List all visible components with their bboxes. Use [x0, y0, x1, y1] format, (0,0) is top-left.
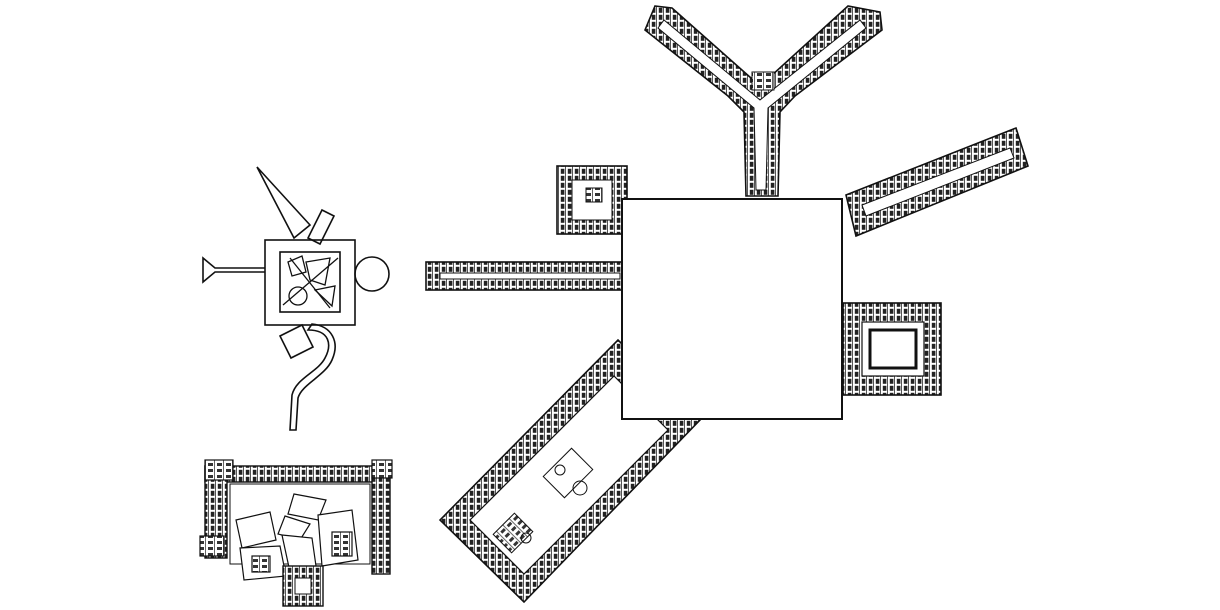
- wing-northeast: [845, 126, 1029, 238]
- concept-inner-jumble: [282, 255, 339, 309]
- concept-bar: [306, 208, 336, 246]
- concept-diagram: [202, 166, 390, 431]
- wing-west: [425, 261, 627, 291]
- plan-small-corner-ne: [371, 459, 393, 479]
- plan-small-corner-sw: [199, 535, 225, 557]
- plan-small-corner-nw: [204, 459, 234, 481]
- concept-funnel-wing: [202, 256, 265, 284]
- plan-small: [199, 459, 393, 607]
- concept-circle: [354, 256, 390, 292]
- plan-small-east-bar: [371, 465, 391, 575]
- square-pavilion-east: [842, 302, 942, 396]
- plan-small-south-pavilion: [282, 565, 324, 607]
- plan-large: [425, 5, 1029, 604]
- plan-small-center: [235, 493, 359, 581]
- concept-outer-square: [264, 239, 356, 326]
- y-wing-north: [644, 5, 883, 197]
- concept-triangle: [256, 166, 312, 240]
- plan-small-south-court: [294, 577, 312, 595]
- central-square: [621, 198, 843, 420]
- square-pavilion-northwest: [556, 165, 628, 235]
- concept-small-square: [278, 323, 315, 360]
- concept-inner-square: [279, 251, 341, 313]
- concept-curved-path: [289, 323, 336, 431]
